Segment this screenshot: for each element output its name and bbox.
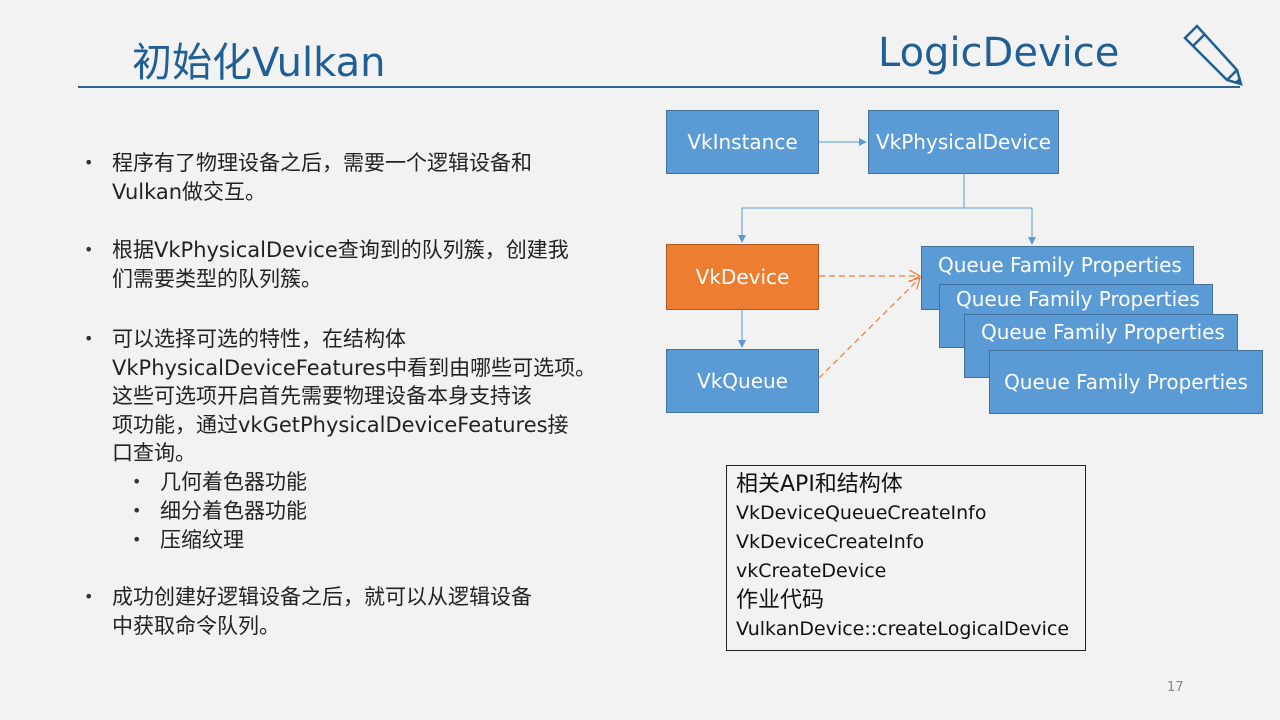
bullet-text: 中获取命令队列。 [112, 613, 280, 638]
vkphysicaldevice-box: VkPhysicalDevice [868, 110, 1059, 174]
bullet-text: 项功能，通过vkGetPhysicalDeviceFeatures接 [112, 412, 569, 437]
page-number: 17 [1167, 680, 1184, 695]
title-divider [78, 86, 1240, 88]
bullet-marker: • [84, 240, 94, 259]
api-heading: 相关API和结构体 [736, 472, 903, 497]
sub-bullet-text: 压缩纹理 [160, 528, 244, 552]
dashed-queue-qfp [818, 278, 920, 379]
bullet-text: 口查询。 [112, 441, 196, 466]
api-item: VkDeviceCreateInfo [736, 531, 925, 553]
queue-family-box-4: Queue Family Properties [989, 350, 1263, 414]
bullet-text: Vulkan做交互。 [112, 179, 267, 204]
api-reference-box: 相关API和结构体 VkDeviceQueueCreateInfo VkDevi… [726, 465, 1086, 651]
sub-bullet-marker: • [132, 530, 142, 549]
bullet-text: 成功创建好逻辑设备之后，就可以从逻辑设备 [112, 585, 532, 609]
bullet-text: VkPhysicalDeviceFeatures中看到由哪些可选项。 [112, 355, 597, 380]
homework-heading: 作业代码 [736, 588, 825, 613]
arrow-physical-qfp [964, 207, 1036, 245]
pencil-icon [1183, 24, 1243, 86]
homework-code: VulkanDevice::createLogicalDevice [736, 618, 1070, 640]
vkinstance-box: VkInstance [666, 110, 819, 174]
sub-bullet-marker: • [132, 472, 142, 491]
bullet-text: 程序有了物理设备之后，需要一个逻辑设备和 [112, 151, 532, 175]
bullet-marker: • [84, 329, 94, 348]
sub-bullet-text: 细分着色器功能 [160, 499, 307, 523]
api-item: vkCreateDevice [736, 560, 887, 582]
sub-bullet-text: 几何着色器功能 [160, 470, 307, 494]
sub-bullet-marker: • [132, 501, 142, 520]
bullet-text: 这些可选项开启首先需要物理设备本身支持该 [112, 384, 532, 409]
vkdevice-box: VkDevice [666, 244, 819, 310]
bullet-marker: • [84, 153, 94, 172]
bullet-marker: • [84, 587, 94, 606]
bullet-text: 根据VkPhysicalDevice查询到的队列簇，创建我 [112, 238, 569, 262]
slide-title: 初始化Vulkan [132, 40, 386, 86]
bullet-text: 可以选择可选的特性，在结构体 [112, 327, 406, 351]
bullet-text: 们需要类型的队列簇。 [112, 266, 322, 291]
api-item: VkDeviceQueueCreateInfo [736, 502, 987, 524]
arrow-physical-device [738, 174, 965, 243]
slide-subtitle: LogicDevice [878, 30, 1120, 76]
vkqueue-box: VkQueue [666, 349, 819, 413]
